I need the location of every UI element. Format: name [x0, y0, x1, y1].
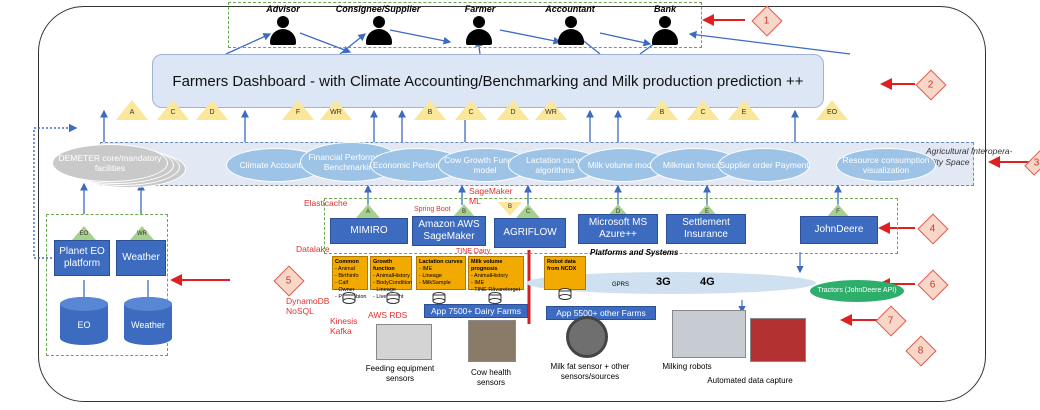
settlement-insurance-platform[interactable]: Settlement Insurance: [666, 214, 746, 244]
service-milk-volume[interactable]: Milk volume model: [578, 148, 668, 182]
app-dairy-farms[interactable]: App 7500+ Dairy Farms: [424, 304, 528, 318]
mimiro-platform[interactable]: MIMIRO: [330, 218, 408, 244]
milking-robot-photo: [672, 310, 746, 358]
sagemaker-ml-label: SageMaker ML: [469, 186, 513, 206]
service-economic-performance[interactable]: Economic Performance: [370, 148, 464, 182]
platforms-group: [324, 198, 898, 254]
4g-signal-icon: 4G: [700, 276, 715, 288]
gprs-label: GPRS: [612, 282, 630, 288]
db-lactation-icon: [432, 292, 446, 304]
agriflow-platform[interactable]: AGRIFLOW: [494, 218, 566, 248]
tractors-api[interactable]: Tractors (JohnDeere API): [810, 280, 904, 302]
wr-access-triangle: WR: [130, 226, 154, 240]
access-triangle-d2: D: [497, 100, 529, 120]
module-growth-function: Growth function - AnimalHistory - BodyCo…: [370, 256, 412, 300]
actors-group: [228, 2, 702, 48]
service-resource-consumption[interactable]: Resource consumption visualization: [836, 148, 936, 182]
sagemaker-platform[interactable]: Amazon AWS SageMaker: [412, 216, 486, 246]
weather-platform[interactable]: Weather: [116, 240, 166, 276]
weather-database-label: Weather: [131, 320, 165, 330]
springboot-label: Spring Boot: [414, 206, 451, 213]
interoperability-space-label: Agricultural Interopera-bility Space: [926, 146, 1013, 167]
db-common-icon: [342, 292, 356, 304]
dynamodb-label: DynamoDB NoSQL: [286, 296, 330, 316]
platform-triangle-b: B: [452, 204, 476, 218]
access-triangle-c2: C: [455, 100, 487, 120]
access-triangle-c3: C: [687, 100, 719, 120]
weather-database-icon: [124, 297, 172, 345]
advisor-person-icon: [268, 16, 298, 46]
app-other-farms[interactable]: App 5500+ other Farms: [546, 306, 656, 320]
feeding-sensors-caption: Feeding equipment sensors: [365, 364, 435, 383]
eo-database-icon: [60, 297, 108, 345]
db-milkvol-icon: [488, 292, 502, 304]
platform-triangle-a: A: [356, 204, 380, 218]
milking-robots-caption: Milking robots: [662, 362, 712, 371]
module-common: Common - Animal - Birthinfo - Calf - Own…: [332, 256, 368, 300]
module-milk-volume: Milk volume prognosis - AnimalHistory - …: [468, 256, 524, 293]
module-lactation-curves: Lactation curves - IME - Lineage - MilkS…: [416, 256, 466, 290]
service-supplier-order[interactable]: Supplier order Payment: [718, 148, 810, 182]
elasticache-label: Elasticache: [304, 198, 348, 208]
demeter-core[interactable]: DEMETER core/mandatory facilities: [52, 144, 168, 182]
role-consignee-label: Consignee/Supplier: [335, 4, 421, 14]
feeding-equipment-photo: [376, 324, 432, 360]
azure-platform[interactable]: Microsoft MS Azure++: [578, 214, 658, 244]
planet-eo-platform[interactable]: Planet EO platform: [54, 240, 110, 276]
access-triangle-eo: EO: [816, 100, 848, 120]
access-triangle-d: D: [196, 100, 228, 120]
platforms-systems-label: Platforms and Systems: [590, 248, 679, 257]
tine-dairy-label: TINE Dairy: [456, 248, 491, 255]
role-accountant-label: Accountant: [545, 4, 595, 14]
role-bank-label: Bank: [653, 4, 676, 14]
aws-rds-label: AWS RDS: [368, 310, 408, 320]
automated-capture-photo: [750, 318, 806, 362]
platform-triangle-c: C: [516, 204, 540, 218]
milk-fat-caption: Milk fat sensor + other sensors/sources: [550, 362, 630, 381]
accountant-person-icon: [556, 16, 586, 46]
access-triangle-a: A: [116, 100, 148, 120]
access-triangle-wr2: WR: [535, 100, 567, 120]
milk-fat-sensor-photo: [566, 316, 608, 358]
platform-triangle-f: F: [826, 204, 850, 218]
system-frame: [38, 6, 986, 402]
access-triangle-b2: B: [646, 100, 678, 120]
access-triangle-wr: WR: [320, 100, 352, 120]
kinesis-label: Kinesis Kafka: [330, 316, 358, 336]
consignee-person-icon: [364, 16, 394, 46]
eo-access-triangle: EO: [72, 226, 96, 240]
access-triangle-b: B: [414, 100, 446, 120]
dashboard-title: Farmers Dashboard - with Climate Account…: [172, 72, 804, 90]
automated-capture-caption: Automated data capture: [707, 376, 793, 385]
db-growth-icon: [386, 292, 400, 304]
db-robot-icon: [558, 288, 572, 300]
role-farmer-label: Farmer: [464, 4, 496, 14]
farmers-dashboard[interactable]: Farmers Dashboard - with Climate Account…: [152, 54, 824, 108]
role-advisor-label: Advisor: [266, 4, 300, 14]
farmer-person-icon: [464, 16, 494, 46]
access-triangle-f: F: [282, 100, 314, 120]
module-robot-data: Robot data from NCDX: [544, 256, 586, 290]
access-triangle-c: C: [157, 100, 189, 120]
eo-database-label: EO: [77, 320, 91, 330]
eo-weather-group: [46, 214, 168, 356]
access-triangle-e: E: [728, 100, 760, 120]
datalake-label: Datalake: [296, 244, 330, 254]
cow-health-caption: Cow health sensors: [470, 368, 512, 387]
cow-health-photo: [468, 320, 516, 362]
johndeere-platform[interactable]: JohnDeere: [800, 216, 878, 244]
3g-signal-icon: 3G: [656, 276, 671, 288]
bank-person-icon: [650, 16, 680, 46]
network-cloud: [526, 272, 816, 294]
